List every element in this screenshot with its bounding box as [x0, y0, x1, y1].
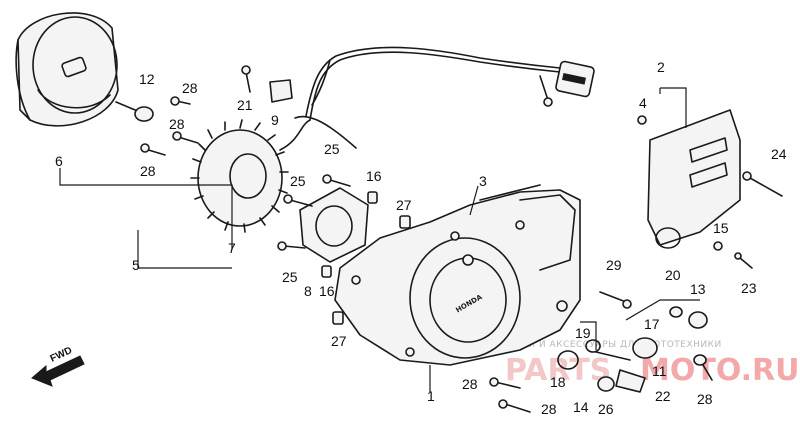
callout-9: 9: [271, 112, 279, 128]
callout-28f: 28: [697, 391, 713, 407]
callout-labels: 1 2 3 4 5 6 7 8 9 11 12 13 14 15 16 16 1…: [55, 59, 787, 417]
callout-16b: 16: [319, 283, 335, 299]
callout-4: 4: [639, 95, 647, 111]
callout-28d: 28: [462, 376, 478, 392]
callout-24: 24: [771, 146, 787, 162]
callout-16a: 16: [366, 168, 382, 184]
callout-29: 29: [606, 257, 622, 273]
callout-17: 17: [644, 316, 660, 332]
sprocket-cover: [637, 109, 783, 249]
flywheel-bolts: [115, 96, 199, 156]
callout-18: 18: [550, 374, 566, 390]
watermark-caption: ЗАПЧАСТИ И АКСЕССУАРЫ ДЛЯ МОТОТЕХНИКИ: [482, 340, 722, 350]
callout-1: 1: [427, 388, 435, 404]
callout-19: 19: [575, 325, 591, 341]
wire-harness: [294, 46, 595, 149]
callout-22: 22: [655, 388, 671, 404]
callout-27a: 27: [396, 197, 412, 213]
callout-15: 15: [713, 220, 729, 236]
callout-11: 11: [652, 363, 667, 379]
callout-7: 7: [228, 240, 236, 256]
callout-6: 6: [55, 153, 63, 169]
callout-26: 26: [598, 401, 614, 417]
callout-13: 13: [690, 281, 706, 297]
callout-3: 3: [479, 173, 487, 189]
callout-28b: 28: [169, 116, 185, 132]
watermark-brand-right: MOTO.RU: [640, 353, 800, 388]
fasteners-right: [489, 241, 753, 413]
callout-25a: 25: [324, 141, 340, 157]
callout-14: 14: [573, 399, 589, 415]
pulser-plate: [277, 174, 378, 278]
forward-arrow: FWD: [31, 345, 85, 387]
callout-8: 8: [304, 283, 312, 299]
crankcase-cover: HONDA: [334, 184, 581, 366]
callout-20: 20: [665, 267, 681, 283]
leader-lines: [59, 87, 700, 392]
wire-clamp: [241, 65, 293, 103]
callout-27b: 27: [331, 333, 347, 349]
stator-coil: [190, 119, 311, 233]
callout-25c: 25: [282, 269, 298, 285]
dowel-pins: [332, 215, 411, 325]
watermark: ЗАПЧАСТИ И АКСЕССУАРЫ ДЛЯ МОТОТЕХНИКИ PA…: [482, 340, 800, 388]
callout-2: 2: [657, 59, 665, 75]
callout-23: 23: [741, 280, 757, 296]
callout-28e: 28: [541, 401, 557, 417]
callout-5: 5: [132, 257, 140, 273]
callout-28c: 28: [140, 163, 156, 179]
callout-21: 21: [237, 97, 253, 113]
callout-25b: 25: [290, 173, 306, 189]
callout-12: 12: [139, 71, 155, 87]
callout-28a: 28: [182, 80, 198, 96]
flywheel-rotor: [15, 12, 119, 127]
